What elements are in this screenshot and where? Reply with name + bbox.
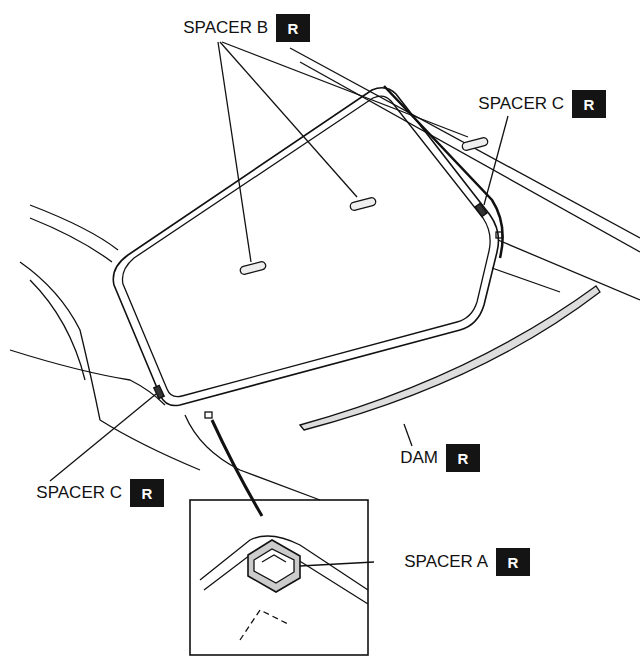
revision-mark: R [508, 554, 519, 571]
revision-mark: R [584, 96, 595, 113]
spacer-b [349, 197, 376, 211]
leader-line [404, 424, 412, 446]
revision-mark: R [142, 485, 153, 502]
part-name: SPACER C [34, 483, 124, 503]
spacer-a-mark [205, 412, 212, 418]
revision-mark-box: R [496, 548, 530, 576]
part-name: DAM [398, 448, 440, 468]
part-name: SPACER C [476, 94, 566, 114]
inset-frame [190, 500, 368, 655]
leader-line [50, 394, 156, 481]
body-line [185, 415, 320, 500]
leader-line [300, 562, 374, 566]
revision-mark-box: R [130, 479, 164, 507]
leader-line [222, 42, 468, 137]
spacer-c [475, 203, 487, 216]
spacer-a-mark [496, 232, 502, 238]
body-line [30, 205, 118, 250]
part-name: SPACER B [181, 18, 270, 38]
body-line [20, 262, 100, 420]
leader-line [218, 42, 251, 262]
inset-hidden-line [240, 610, 290, 640]
spacer-a [254, 549, 294, 583]
body-line [498, 240, 640, 300]
spacer-b [461, 137, 488, 151]
roof-line [300, 62, 640, 252]
spacer-a [262, 555, 286, 562]
spacer-a [248, 540, 300, 592]
window-glass [113, 88, 498, 406]
revision-mark-box: R [446, 444, 480, 472]
leader-line [484, 116, 508, 205]
body-line [492, 268, 560, 292]
body-line [10, 350, 165, 405]
inset-link [212, 420, 262, 516]
part-name: SPACER A [402, 552, 490, 572]
body-line [30, 280, 85, 380]
revision-mark-box: R [572, 90, 606, 118]
roof-line [290, 48, 640, 238]
revision-mark: R [458, 450, 469, 467]
spacer-b [239, 261, 266, 275]
revision-mark-box: R [276, 14, 310, 42]
body-line [30, 218, 112, 262]
dam-strip [300, 286, 600, 430]
spacer-c [154, 385, 165, 398]
revision-mark: R [288, 20, 299, 37]
leader-line [220, 42, 357, 197]
